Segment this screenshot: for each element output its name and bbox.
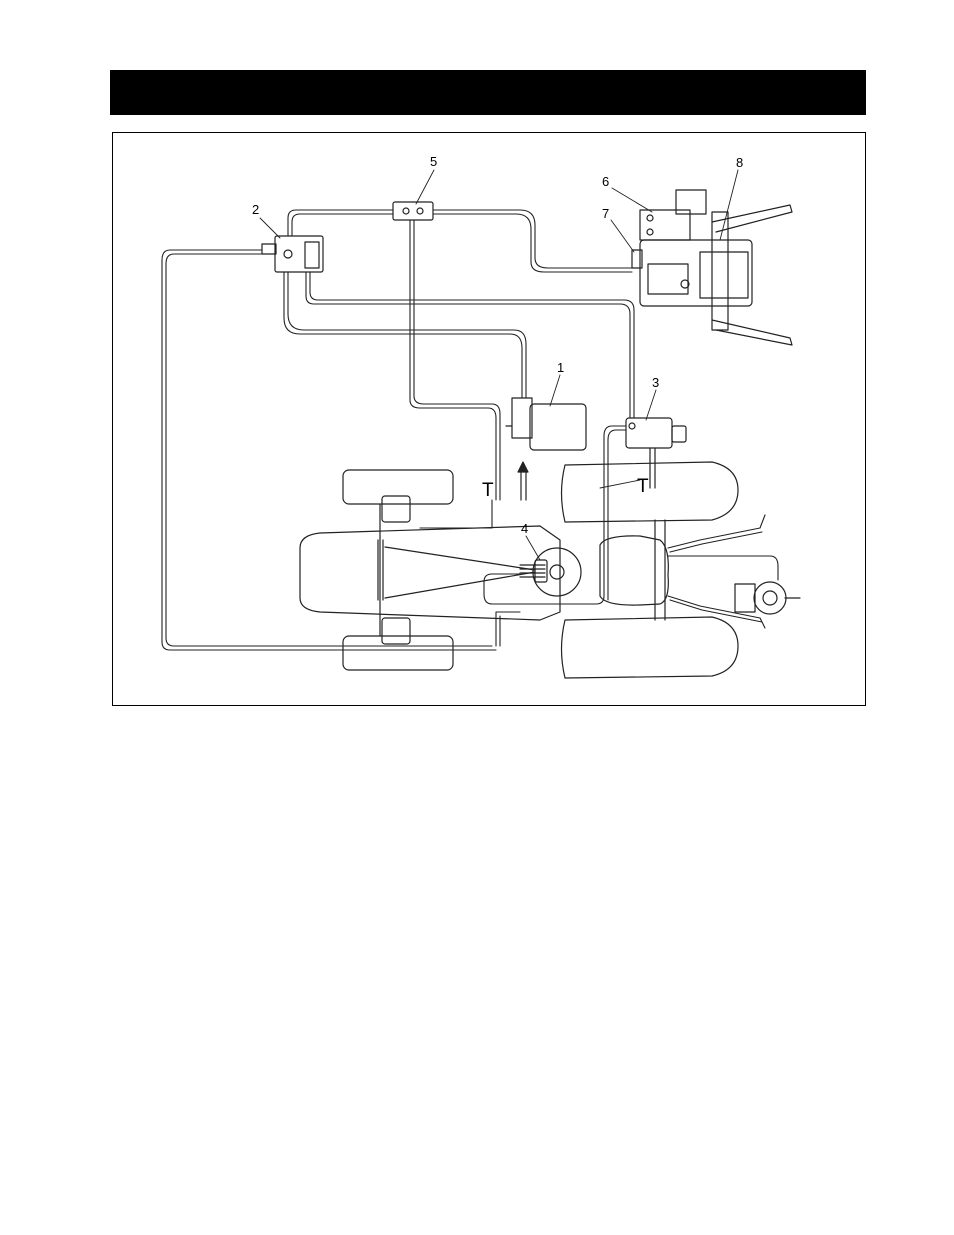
front-left-wheel (343, 470, 453, 504)
callout-8: 8 (736, 155, 743, 170)
flow-divider-component (393, 202, 433, 220)
callout-7: 7 (602, 206, 609, 221)
callout-4: 4 (521, 521, 528, 536)
rear-axle-group (562, 462, 739, 678)
tank-label-left: T (482, 480, 494, 501)
valve-component (626, 418, 686, 488)
callout-3: 3 (652, 375, 659, 390)
lift-unit-component (632, 190, 792, 345)
steering-unit (520, 548, 581, 596)
callout-2: 2 (252, 202, 259, 217)
tank-label-right: T (637, 476, 649, 497)
callout-6: 6 (602, 174, 609, 189)
callout-5: 5 (430, 154, 437, 169)
callout-leaders (260, 170, 738, 560)
front-right-wheel (343, 636, 453, 670)
rear-right-wheel (562, 617, 739, 678)
filter-component (506, 398, 586, 500)
callout-1: 1 (557, 360, 564, 375)
steering-wheel (533, 548, 581, 596)
cab-body (600, 536, 668, 605)
pump-component (262, 236, 323, 272)
pto-hub (735, 582, 800, 614)
